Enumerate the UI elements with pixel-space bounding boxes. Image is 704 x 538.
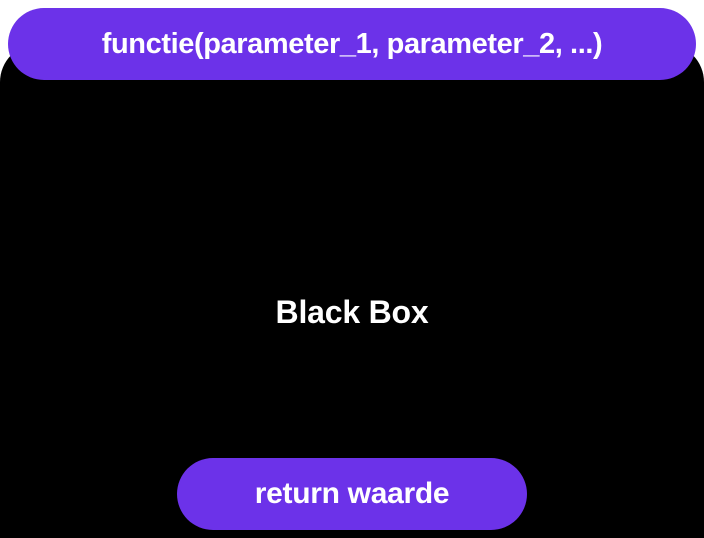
function-signature-label: functie(parameter_1, parameter_2, ...) [101, 27, 603, 60]
return-pill: return waarde [177, 458, 527, 530]
input-pill: functie(parameter_1, parameter_2, ...) [8, 8, 696, 80]
black-box: Black Box [0, 44, 704, 538]
return-value-label: return waarde [254, 477, 450, 510]
black-box-label: Black Box [275, 294, 429, 330]
